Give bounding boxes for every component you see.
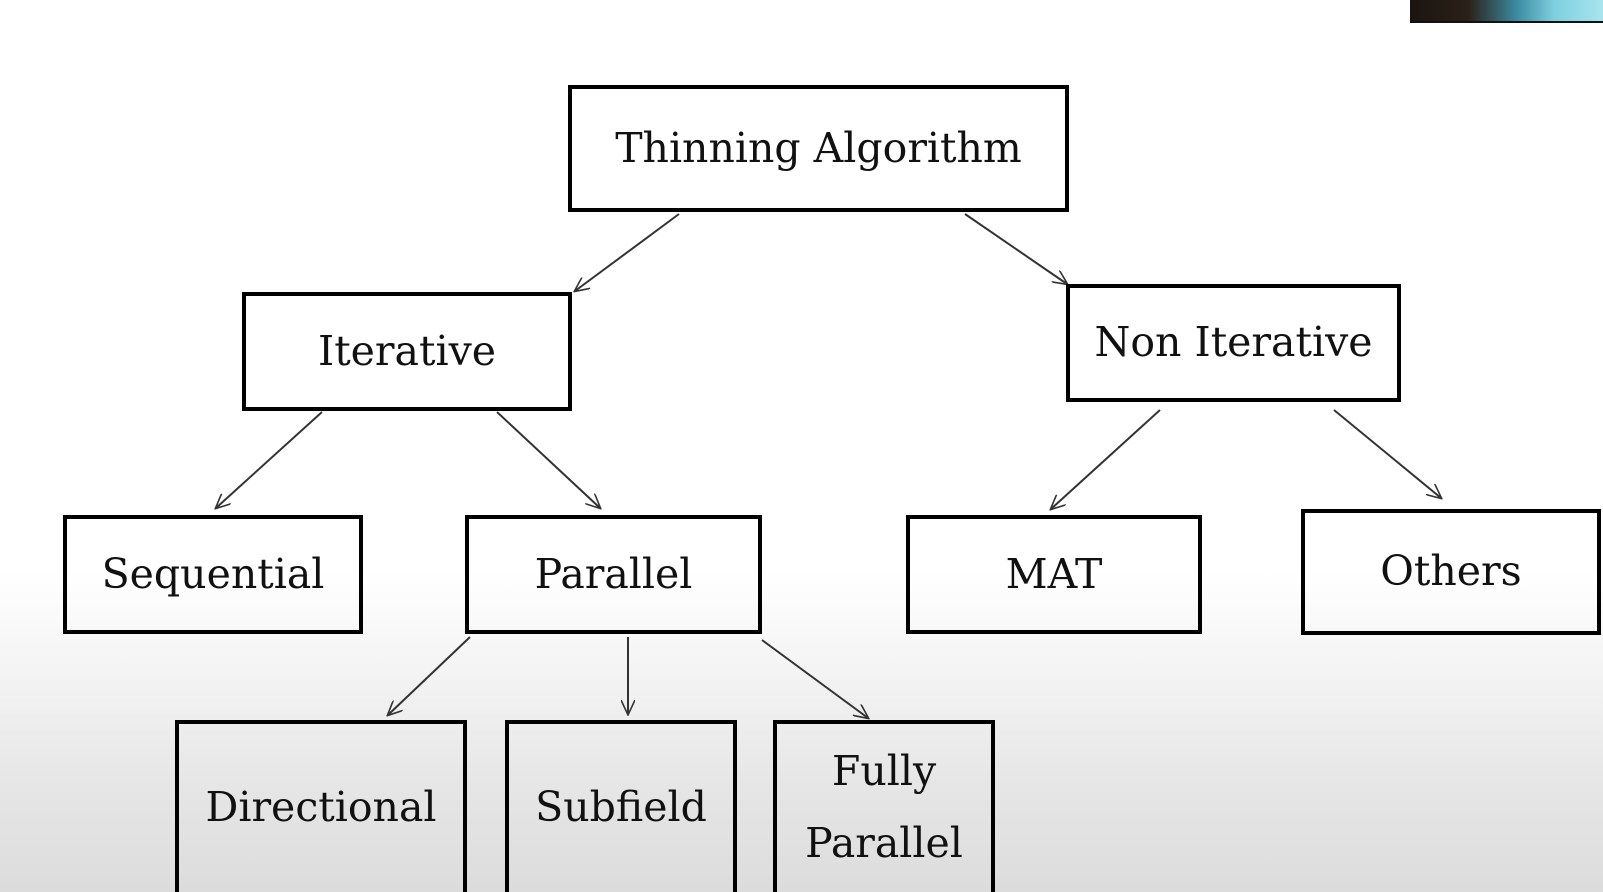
node-label: Others: [1380, 547, 1522, 596]
edge-root-iterative: [575, 213, 680, 291]
node-label: Non Iterative: [1094, 318, 1373, 367]
node-non-iterative: Non Iterative: [1066, 284, 1401, 402]
node-parallel: Parallel: [465, 515, 762, 634]
node-label: MAT: [1005, 549, 1103, 598]
node-label-line-1: Fully: [831, 747, 937, 796]
edge-noniterative-mat: [1051, 409, 1161, 509]
node-label: Subfield: [535, 783, 707, 832]
node-directional: Directional: [175, 720, 467, 892]
node-mat: MAT: [906, 515, 1202, 634]
node-label: Iterative: [318, 326, 496, 375]
node-label: Thinning Algorithm: [615, 123, 1022, 172]
edge-iterative-sequential: [216, 411, 323, 508]
node-fully-parallel: Fully Parallel: [773, 720, 995, 892]
node-label-line-2: Parallel: [805, 819, 963, 867]
node-iterative: Iterative: [242, 292, 572, 411]
webcam-thumbnail: [1410, 0, 1603, 23]
node-label: Directional: [205, 783, 437, 832]
edge-root-noniterative: [964, 213, 1067, 284]
node-thinning-algorithm: Thinning Algorithm: [568, 85, 1069, 212]
edge-iterative-parallel: [496, 411, 600, 508]
node-label: Sequential: [101, 549, 325, 598]
edge-noniterative-others: [1333, 409, 1441, 498]
node-others: Others: [1301, 509, 1601, 635]
edge-parallel-fullyparallel: [761, 639, 868, 718]
node-subfield: Subfield: [505, 720, 737, 892]
node-sequential: Sequential: [63, 515, 363, 634]
node-label: Parallel: [534, 549, 693, 598]
edge-parallel-directional: [388, 636, 471, 715]
